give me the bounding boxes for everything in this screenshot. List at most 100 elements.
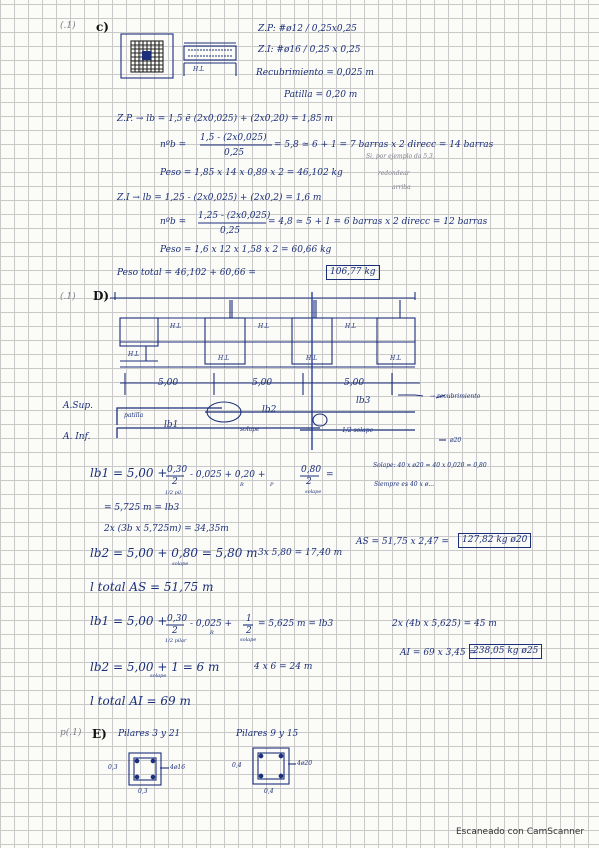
inf-lb1-mid: - 0,025 + — [190, 619, 233, 629]
inf-sub-pilar: 1/2 pilar — [165, 638, 187, 644]
siempre-note: Siempre es 40 x ø... — [374, 481, 435, 488]
zp-peso-line: Peso = 1,85 x 14 x 0,89 x 2 = 46,102 kg — [160, 168, 343, 178]
scanner-footer: Escaneado con CamScanner — [456, 827, 585, 837]
sup-lb1-result: = 5,725 m = lb3 — [104, 503, 180, 513]
dim-span-1: 5,00 — [158, 378, 179, 388]
hl-2: H.L — [258, 323, 270, 330]
sup-sub-pil: 1/2 pil. — [165, 490, 183, 496]
footing-plan-drawing — [120, 33, 174, 79]
zi-spec: Z.I: #ø16 / 0,25 x 0,25 — [258, 45, 361, 55]
pilares-9-15: Pilares 9 y 15 — [236, 729, 299, 739]
margin-note-e: p(.1) — [60, 728, 82, 738]
recubrimiento-note: → recubrimiento — [430, 393, 481, 400]
zi-nb-den: 0,25 — [220, 226, 241, 236]
margin-note-c: (.1) — [60, 21, 76, 31]
pillar-sections-drawing — [128, 747, 296, 786]
zp-spec: Z.P: #ø12 / 0,25x0,25 — [258, 24, 357, 34]
inf-sub-solape: solape — [240, 637, 257, 643]
pillar1-bars: 4ø16 — [170, 764, 186, 771]
zp-nb-result: = 5,8 ≃ 6 + 1 = 7 barras x 2 direcc = 14… — [274, 140, 494, 150]
peso-total-box: 106,77 kg — [326, 265, 380, 280]
sup-frac2-num: 0,80 — [301, 465, 322, 475]
zi-peso-line: Peso = 1,6 x 12 x 1,58 x 2 = 60,66 kg — [160, 245, 332, 255]
patilla-spec: Patilla = 0,20 m — [284, 90, 358, 100]
inf-frac1-num: 0,30 — [167, 614, 188, 624]
recubrimiento-spec: Recubrimiento = 0,025 m — [256, 68, 374, 78]
hl-1: H.L — [170, 323, 182, 330]
sup-total: l total AS = 51,75 m — [90, 580, 214, 594]
section-c-label: c) — [96, 20, 109, 34]
hl-3: H.L — [345, 323, 357, 330]
pillar2-dim-bottom: 0,4 — [264, 788, 274, 795]
pillar1-dim-bottom: 0,3 — [138, 788, 148, 795]
sup-lb1-eq: = — [326, 470, 334, 480]
pillar2-dim-side: 0,4 — [232, 762, 242, 769]
sup-sub-p: P — [270, 482, 274, 488]
inf-frac1-den: 2 — [172, 626, 178, 636]
armadura-superior-label: A.Sup. — [63, 401, 93, 411]
as-weight: AS = 51,75 x 2,47 = — [356, 537, 449, 547]
inf-lb2-sub: solape — [150, 673, 167, 679]
sup-lb2-sub: solape — [172, 561, 189, 567]
solape-calc: Solape: 40 x ø20 = 40 x 0,020 = 0,80 — [373, 462, 487, 469]
inf-sub-r: R — [210, 630, 214, 636]
zp-note-3: arriba — [392, 184, 411, 191]
inf-count: 2x (4b x 5,625) = 45 m — [392, 619, 497, 629]
hl-5: H.L — [218, 355, 230, 362]
lb2-label: lb2 — [262, 405, 277, 415]
dim-span-3: 5,00 — [344, 378, 365, 388]
half-solape-label: 1/2 solape — [342, 427, 374, 434]
zp-lb-line: Z.P. → lb = 1,5 ē (2x0,025) + (2x0,20) =… — [117, 114, 333, 124]
inf-lb1-result: = 5,625 m = lb3 — [258, 619, 334, 629]
ai-weight: AI = 69 x 3,45 = — [400, 648, 477, 658]
sup-frac2-den: 2 — [306, 477, 312, 487]
zi-nb-prefix: nºb = — [160, 217, 187, 227]
section-d-label: D) — [93, 289, 110, 303]
zi-lb-line: Z.I → lb = 1,25 - (2x0,025) + (2x0,2) = … — [117, 193, 322, 203]
patilla-label: patilla — [124, 412, 144, 419]
hl-label: H.L — [193, 66, 205, 73]
sup-lb2-mult: 3x 5,80 = 17,40 m — [258, 548, 343, 558]
zp-nb-den: 0,25 — [224, 148, 245, 158]
lb1-label: lb1 — [164, 420, 179, 430]
as-weight-box: 127,82 kg ø20 — [458, 533, 532, 548]
inf-lb2-line: lb2 = 5,00 + 1 = 6 m — [90, 660, 220, 674]
pillar2-bars: 4ø20 — [297, 760, 313, 767]
zi-nb-result: = 4,8 ≃ 5 + 1 = 6 barras x 2 direcc = 12… — [268, 217, 488, 227]
inf-lb2-mult: 4 x 6 = 24 m — [254, 662, 313, 672]
zp-nb-num: 1,5 - (2x0,025) — [200, 133, 267, 143]
solape-label: solape — [240, 426, 260, 433]
sup-lb1-line: lb1 = 5,00 + — [90, 466, 168, 480]
zp-note-2: redondear — [378, 170, 410, 177]
lb3-label: lb3 — [356, 396, 371, 406]
peso-total-line: Peso total = 46,102 + 60,66 = — [117, 268, 256, 278]
footing-section-drawing — [183, 42, 237, 76]
sup-frac1-num: 0,30 — [167, 465, 188, 475]
phi-label: ø20 — [450, 437, 462, 444]
inf-lb1-line: lb1 = 5,00 + — [90, 614, 168, 628]
sup-sub-r: R — [240, 482, 244, 488]
zp-nb-prefix: nºb = — [160, 140, 187, 150]
sup-frac1-den: 2 — [172, 477, 178, 487]
margin-note-d: (.1) — [60, 292, 76, 302]
beam-elevation-drawing — [110, 292, 446, 450]
hl-7: H.L — [390, 355, 402, 362]
armadura-inferior-label: A. Inf. — [63, 432, 91, 442]
zi-nb-num: 1,25 - (2x0,025) — [198, 211, 271, 221]
inf-total: l total AI = 69 m — [90, 694, 191, 708]
inf-frac2-num: 1 — [246, 614, 252, 624]
pillar1-dim-side: 0,3 — [108, 764, 118, 771]
sup-lb2-line: lb2 = 5,00 + 0,80 = 5,80 m — [90, 546, 258, 560]
sup-count: 2x (3b x 5,725m) = 34,35m — [104, 524, 229, 534]
sup-sub-solape: solape — [305, 489, 322, 495]
hl-4: H.L — [128, 351, 140, 358]
inf-frac2-den: 2 — [246, 626, 252, 636]
dim-span-2: 5,00 — [252, 378, 273, 388]
hl-6: H.L — [306, 355, 318, 362]
section-e-label: E) — [92, 727, 107, 741]
sup-lb1-mid: - 0,025 + 0,20 + — [190, 470, 266, 480]
pilares-3-21: Pilares 3 y 21 — [118, 729, 181, 739]
ai-weight-box: 238,05 kg ø25 — [469, 644, 543, 659]
zp-note-1: Si, por ejemplo da 5,3, — [366, 153, 435, 160]
